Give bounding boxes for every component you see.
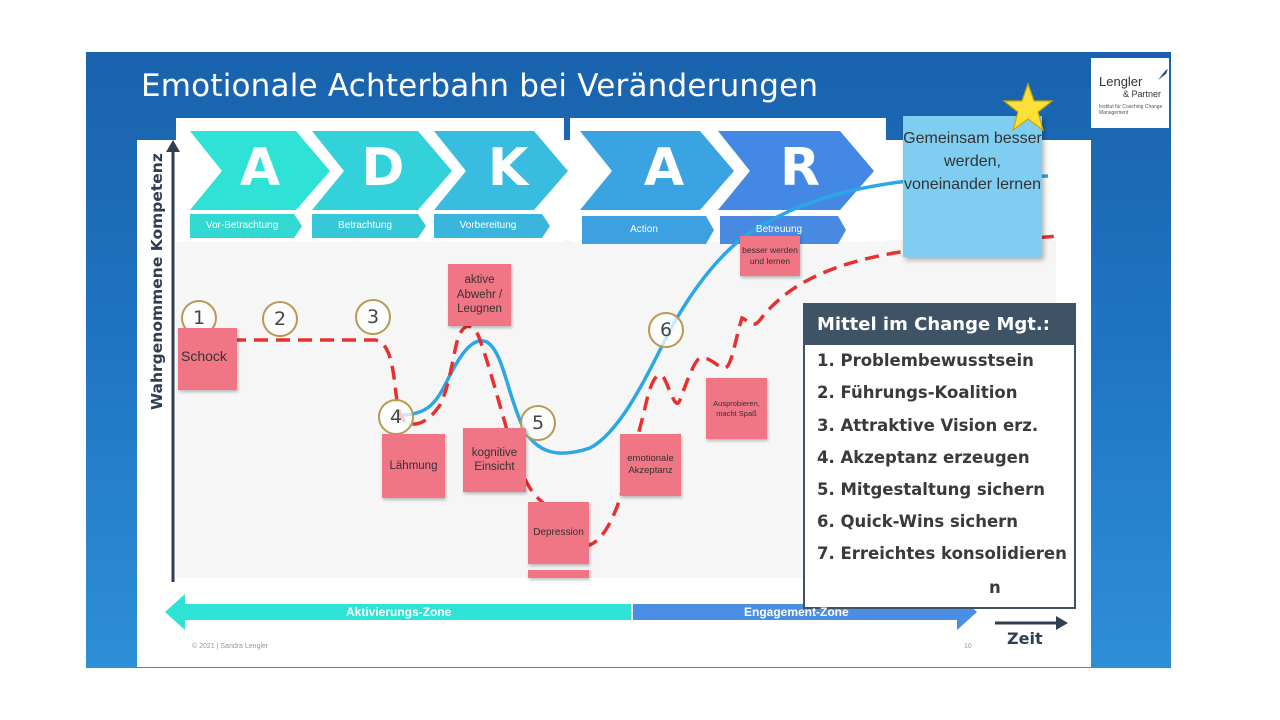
engagement-zone-label: Engagement-Zone	[744, 605, 849, 619]
note-besser: besser werden und lernen	[740, 236, 800, 276]
change-mgt-item-4: 4. Akzeptanz erzeugen	[817, 448, 1030, 467]
change-mgt-item-3: 3. Attraktive Vision erz.	[817, 416, 1039, 435]
y-axis-label: Wahrgenommene Kompetenz	[148, 153, 166, 410]
phase-label-5: Betreuung	[755, 224, 803, 235]
chevron-a1	[190, 131, 330, 210]
chevron-a2	[580, 131, 734, 210]
chevron-d	[312, 131, 452, 210]
x-axis-label: Zeit	[1007, 629, 1043, 648]
note-akzeptanz: emotionale Akzeptanz	[620, 434, 681, 496]
footer-copyright: © 2021 | Sandra Lengler	[192, 643, 269, 650]
x-axis-arrow	[1056, 616, 1068, 630]
company-logo: Lengler & Partner Institut für Coaching …	[1091, 58, 1169, 128]
phase-label-4: Action	[630, 224, 658, 235]
marker-6: 6	[648, 312, 684, 348]
marker-3: 3	[355, 299, 391, 335]
footer-page-number: 10	[964, 643, 972, 650]
activation-zone-arrow[interactable]	[165, 594, 631, 630]
phase-bar-2	[312, 214, 426, 238]
logo-mark-icon	[1158, 69, 1168, 80]
highlight-note: Gemeinsam besser werden, voneinander ler…	[903, 116, 1042, 257]
note-laehmung: Lähmung	[382, 434, 445, 498]
competence-curve	[399, 174, 1049, 455]
phase-bar-3	[434, 214, 550, 238]
y-axis-arrow	[166, 140, 180, 152]
phase-label-3: Vorbereitung	[459, 220, 517, 231]
marker-4: 4	[378, 399, 414, 435]
marker-5: 5	[520, 405, 556, 441]
change-mgt-item-5: 5. Mitgestaltung sichern	[817, 480, 1045, 499]
phase-letter-3: K	[487, 138, 529, 198]
note-schock: Schock	[178, 328, 237, 390]
logo-tagline: Institut für Coaching Change Management	[1099, 104, 1163, 116]
phase-label-2: Betrachtung	[338, 220, 392, 231]
marker-2: 2	[262, 301, 298, 337]
change-mgt-item-1: 1. Problembewusstsein	[817, 351, 1034, 370]
phase-bar-4	[582, 216, 714, 244]
note-einsicht: kognitive Einsicht	[463, 428, 526, 492]
activation-zone-label: Aktivierungs-Zone	[346, 605, 452, 619]
star-icon	[1002, 82, 1054, 132]
logo-name: Lengler	[1099, 74, 1143, 89]
change-mgt-box: Mittel im Change Mgt.: 1. Problembewusst…	[803, 303, 1076, 609]
phase-label-1: Vor-Betrachtung	[205, 220, 279, 231]
chevron-r	[718, 131, 874, 210]
phase-letter-4: A	[643, 138, 685, 198]
phase-bar-1	[190, 214, 302, 238]
change-mgt-item-6: 6. Quick-Wins sichern	[817, 512, 1019, 531]
phase-letter-1: A	[239, 138, 281, 198]
note-abwehr: aktive Abwehr / Leugnen	[448, 264, 511, 326]
emotion-curve	[210, 234, 1059, 547]
change-mgt-item-7: 7. Erreichtes konsolidieren	[817, 544, 1067, 563]
phase-letter-5: R	[779, 138, 821, 198]
slide-title: Emotionale Achterbahn bei Veränderungen	[141, 68, 819, 104]
chevron-k	[434, 131, 568, 210]
note-depression: Depression	[528, 502, 589, 564]
phase-letter-2: D	[361, 138, 405, 198]
logo-sub: & Partner	[1123, 89, 1162, 99]
change-mgt-item-2: 2. Führungs-Koalition	[817, 383, 1018, 402]
note-ausprobieren: Ausprobieren, macht Spaß	[706, 378, 767, 439]
change-mgt-item-8: n	[989, 578, 1001, 597]
change-mgt-title: Mittel im Change Mgt.:	[805, 305, 1074, 345]
note-depression-2	[528, 570, 589, 578]
engagement-zone-arrow[interactable]	[633, 594, 977, 630]
